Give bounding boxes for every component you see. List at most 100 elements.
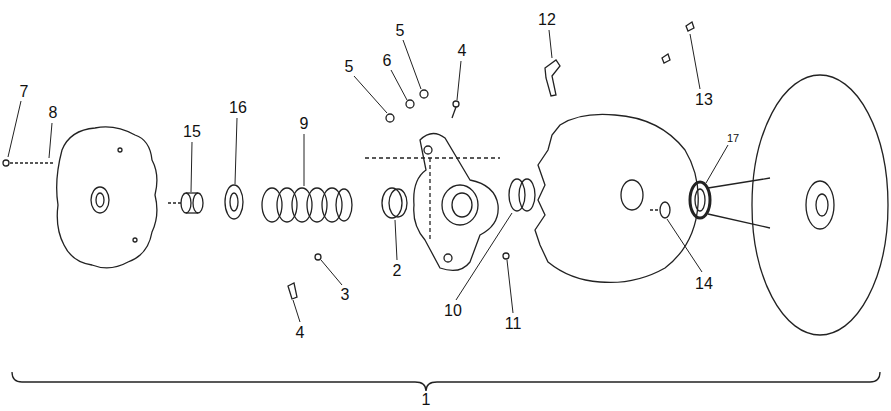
leader-lines [8, 101, 21, 157]
bushing [389, 189, 407, 217]
small-screws [288, 90, 509, 299]
screw [3, 160, 9, 166]
fixed-sheave [695, 189, 705, 211]
callout-number: 5 [344, 59, 355, 75]
leader-lines [403, 40, 421, 89]
leader-lines [293, 300, 300, 322]
fixed-sheave [660, 202, 670, 218]
leader-lines [304, 134, 305, 186]
leader-lines [321, 260, 342, 285]
spacer [168, 202, 182, 203]
callout-number: 7 [19, 84, 30, 100]
moveable-sheave [621, 180, 643, 210]
washer [225, 185, 243, 219]
spider [424, 146, 432, 154]
leader-lines [457, 61, 461, 100]
cover-plate [91, 187, 109, 213]
spring [262, 188, 352, 222]
small-screws [420, 90, 428, 98]
leader-lines [391, 70, 407, 100]
spacer [186, 212, 198, 213]
spacer [168, 193, 203, 213]
fixed-sheave [708, 178, 770, 228]
spring [292, 188, 312, 222]
cam-pin [545, 60, 560, 96]
spring [262, 188, 282, 222]
assembly-bracket [12, 372, 880, 391]
set-screws [662, 22, 694, 63]
small-screws [315, 254, 321, 260]
set-screws [686, 22, 694, 31]
spring [277, 188, 297, 222]
spacer [193, 193, 203, 213]
cover-plate [118, 148, 122, 152]
cover-plate [96, 193, 104, 207]
small-screws [288, 283, 297, 299]
callout-number: 11 [504, 316, 523, 332]
spider [442, 185, 478, 225]
callout-number: 4 [457, 43, 468, 59]
callout-number: 2 [392, 263, 403, 279]
cover-plate [57, 127, 157, 268]
callout-number: 5 [395, 23, 406, 39]
leader-lines [191, 142, 192, 192]
cover-plate [57, 127, 157, 268]
leader-lines [8, 30, 728, 322]
spacer [181, 193, 191, 213]
spider [414, 133, 498, 270]
spider [444, 254, 452, 262]
leader-lines [667, 219, 702, 272]
callout-number: 8 [48, 105, 59, 121]
part-outlines [3, 22, 888, 335]
small-screws [406, 100, 414, 108]
cover-plate [133, 238, 137, 242]
callout-number: 9 [299, 116, 310, 132]
callout-number: 1 [421, 392, 432, 408]
leader-lines [690, 34, 700, 89]
leader-lines [456, 213, 512, 300]
spring [307, 188, 327, 222]
callout-number: 3 [340, 287, 351, 303]
fixed-sheave [806, 181, 834, 229]
callout-number: 17 [726, 133, 740, 144]
moveable-sheave [535, 114, 698, 282]
bearing-ring [509, 179, 525, 211]
small-screws [452, 107, 456, 118]
callout-number: 13 [694, 92, 714, 108]
bushing [382, 188, 407, 218]
fixed-sheave [690, 182, 710, 218]
fixed-sheave [752, 75, 888, 335]
spider [365, 157, 500, 158]
screw [10, 162, 55, 163]
washer [230, 193, 238, 211]
leader-lines [706, 145, 728, 183]
callout-number: 6 [382, 53, 393, 69]
callout-number: 10 [443, 303, 463, 319]
callout-number: 16 [228, 100, 248, 116]
moveable-sheave [535, 114, 698, 282]
bearing-ring [519, 179, 535, 211]
leader-lines [354, 76, 387, 113]
callout-number: 4 [295, 325, 306, 341]
leader-lines [49, 123, 52, 158]
screw [3, 160, 55, 166]
leader-lines [395, 220, 397, 260]
set-screws [662, 54, 670, 63]
cam-pin [545, 60, 560, 96]
spacer [186, 192, 198, 193]
fixed-sheave [650, 209, 660, 210]
bearing-ring [509, 179, 535, 211]
leader-lines [549, 30, 552, 58]
spider [429, 158, 430, 240]
small-screws [453, 101, 459, 107]
spring [336, 189, 352, 221]
spider [452, 193, 472, 217]
callout-number: 15 [182, 124, 202, 140]
callout-number: 12 [537, 12, 557, 28]
spider [365, 133, 500, 270]
leader-lines [507, 260, 513, 313]
leader-lines [235, 118, 237, 184]
washer [225, 185, 243, 219]
